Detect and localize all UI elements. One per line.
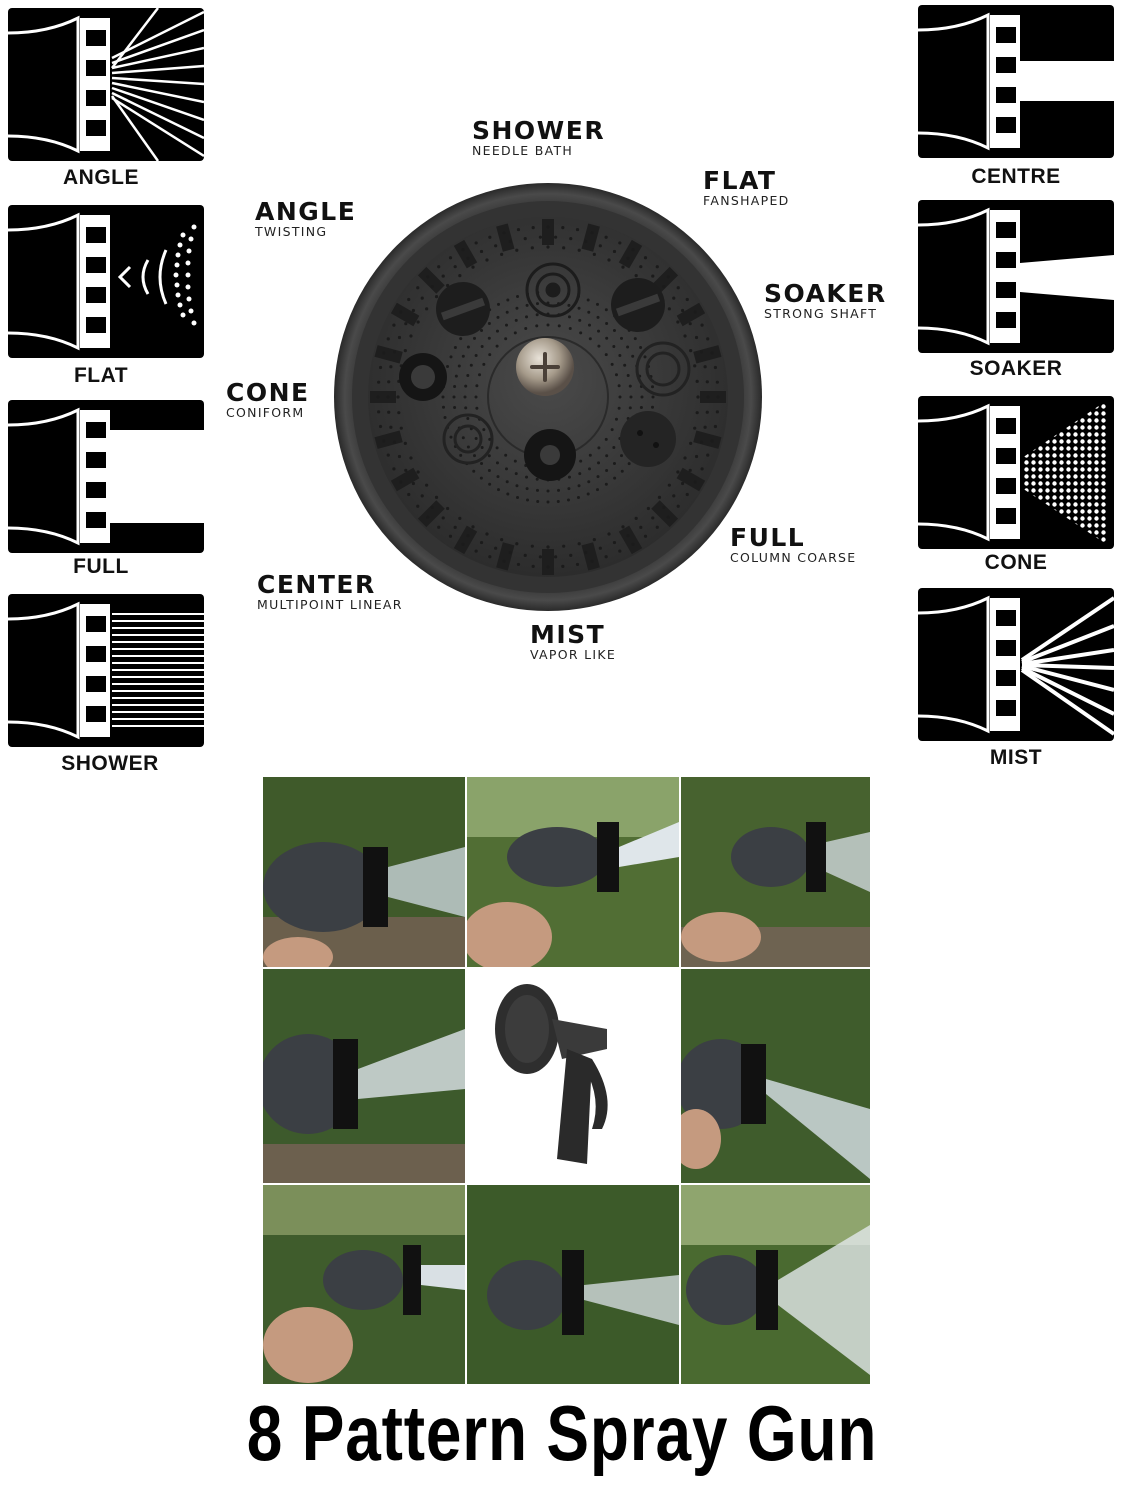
photo-spray-6 xyxy=(263,1185,465,1384)
pattern-label-angle: ANGLE xyxy=(63,166,139,189)
wheel-name-center: CENTER xyxy=(257,570,376,599)
wheel-label-angle: ANGLE TWISTING xyxy=(255,199,356,239)
wheel-label-mist: MIST VAPOR LIKE xyxy=(530,622,616,662)
wheel-name-soaker: SOAKER xyxy=(764,279,887,308)
wheel-desc-soaker: STRONG SHAFT xyxy=(764,306,878,321)
wheel-desc-angle: TWISTING xyxy=(255,224,328,239)
product-title: 8 Pattern Spray Gun xyxy=(246,1389,878,1477)
wheel-name-mist: MIST xyxy=(530,620,606,649)
photo-spray-3 xyxy=(681,777,870,967)
photo-spray-gun-product xyxy=(467,969,679,1183)
nozzle-face-image xyxy=(333,182,763,612)
wheel-name-full: FULL xyxy=(730,523,806,552)
wheel-desc-full: COLUMN COARSE xyxy=(730,550,857,565)
wheel-name-shower: SHOWER xyxy=(472,116,606,145)
wheel-desc-shower: NEEDLE BATH xyxy=(472,143,574,158)
pattern-label-flat: FLAT xyxy=(73,364,129,387)
photo-spray-5 xyxy=(681,969,870,1183)
photo-spray-4 xyxy=(263,969,465,1183)
pattern-shower-icon xyxy=(8,594,204,747)
spray-photo-grid xyxy=(263,777,870,1384)
wheel-name-flat: FLAT xyxy=(703,166,777,195)
pattern-mist-icon xyxy=(918,588,1114,741)
wheel-name-angle: ANGLE xyxy=(255,197,357,226)
wheel-label-soaker: SOAKER STRONG SHAFT xyxy=(764,281,887,321)
pattern-label-shower: SHOWER xyxy=(61,752,159,775)
pattern-cone-icon xyxy=(918,396,1114,549)
wheel-label-full: FULL COLUMN COARSE xyxy=(730,525,856,565)
wheel-label-shower: SHOWER NEEDLE BATH xyxy=(472,118,605,158)
pattern-flat-icon xyxy=(8,205,204,358)
pattern-full-icon xyxy=(8,400,204,553)
pattern-soaker-icon xyxy=(918,200,1114,353)
pattern-centre-icon xyxy=(918,5,1114,158)
wheel-label-flat: FLAT FANSHAPED xyxy=(703,168,790,208)
wheel-label-center: CENTER MULTIPOINT LINEAR xyxy=(257,572,403,612)
pattern-label-cone: CONE xyxy=(984,551,1048,574)
photo-spray-2 xyxy=(467,777,679,967)
wheel-desc-cone: CONIFORM xyxy=(226,405,305,420)
wheel-label-cone: CONE CONIFORM xyxy=(226,380,310,420)
wheel-desc-center: MULTIPOINT LINEAR xyxy=(257,597,403,612)
photo-spray-8 xyxy=(681,1185,870,1384)
pattern-label-full: FULL xyxy=(73,555,129,578)
wheel-desc-mist: VAPOR LIKE xyxy=(530,647,617,662)
pattern-label-mist: MIST xyxy=(989,746,1043,769)
pattern-angle-icon xyxy=(8,8,204,161)
wheel-desc-flat: FANSHAPED xyxy=(703,193,790,208)
pattern-label-soaker: SOAKER xyxy=(969,357,1063,380)
photo-spray-1 xyxy=(263,777,465,967)
photo-spray-7 xyxy=(467,1185,679,1384)
wheel-name-cone: CONE xyxy=(226,378,310,407)
pattern-label-centre: CENTRE xyxy=(971,165,1061,188)
